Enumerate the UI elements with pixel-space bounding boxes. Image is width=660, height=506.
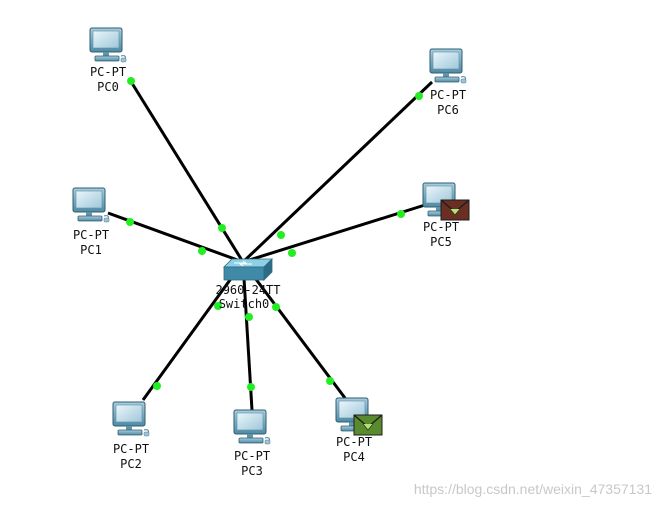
pc5-device[interactable]: PC-PT PC5 — [422, 182, 470, 249]
switch-name-label: Switch0 — [219, 297, 270, 311]
pc0-device[interactable]: PC-PT PC0 — [89, 27, 127, 94]
link-light-pc4-switch — [272, 303, 280, 311]
pc1-name-label: PC1 — [80, 243, 102, 257]
pc6-name-label: PC6 — [437, 103, 459, 117]
pc-icon — [429, 48, 467, 84]
link-light-pc2-switch — [214, 302, 222, 310]
pc3-device[interactable]: PC-PT PC3 — [233, 409, 271, 478]
link-light-pc1-switch — [198, 247, 206, 255]
link-pc4[interactable] — [241, 261, 347, 399]
link-light-pc5-switch — [288, 249, 296, 257]
pc3-model-label: PC-PT — [234, 449, 270, 463]
pc2-model-label: PC-PT — [113, 442, 149, 456]
pc-icon — [89, 27, 127, 63]
link-light-pc4-end — [326, 377, 334, 385]
pc4-name-label: PC4 — [343, 450, 365, 464]
pc0-name-label: PC0 — [97, 80, 119, 94]
watermark-text: https://blog.csdn.net/weixin_47357131 — [414, 481, 652, 497]
pc5-model-label: PC-PT — [423, 220, 459, 234]
pc5-name-label: PC5 — [430, 235, 452, 249]
pc-icon — [233, 409, 271, 445]
pc-icon — [72, 187, 110, 223]
link-light-pc6-switch — [277, 231, 285, 239]
link-light-pc1-end — [126, 218, 134, 226]
switch0-device[interactable]: 2960-24TT Switch0 — [215, 258, 281, 311]
link-light-pc0-end — [127, 77, 135, 85]
link-light-pc6-end — [415, 92, 423, 100]
link-light-pc3-end — [247, 383, 255, 391]
pc1-device[interactable]: PC-PT PC1 — [72, 187, 110, 257]
link-light-pc5-end — [397, 210, 405, 218]
link-light-pc0-switch — [218, 224, 226, 232]
link-lights-layer — [126, 77, 423, 391]
pdu-envelope-icon[interactable] — [440, 199, 470, 221]
pc6-device[interactable]: PC-PT PC6 — [429, 48, 467, 117]
link-pc6[interactable] — [241, 80, 434, 264]
pc2-device[interactable]: PC-PT PC2 — [112, 401, 150, 471]
link-light-pc2-end — [153, 382, 161, 390]
switch-model-label: 2960-24TT — [215, 283, 280, 297]
pc2-name-label: PC2 — [120, 457, 142, 471]
links-layer — [107, 79, 434, 411]
link-pc0[interactable] — [128, 79, 245, 263]
link-pc5[interactable] — [242, 203, 426, 264]
pc6-model-label: PC-PT — [430, 88, 466, 102]
link-light-pc3-switch — [245, 313, 253, 321]
pc4-device[interactable]: PC-PT PC4 — [335, 397, 383, 464]
pc3-name-label: PC3 — [241, 464, 263, 478]
switch-icon — [223, 258, 273, 281]
link-pc2[interactable] — [141, 261, 245, 401]
pc4-model-label: PC-PT — [336, 435, 372, 449]
pdu-envelope-icon[interactable] — [353, 414, 383, 436]
pc0-model-label: PC-PT — [90, 65, 126, 79]
pc1-model-label: PC-PT — [73, 228, 109, 242]
pc-icon — [112, 401, 150, 437]
